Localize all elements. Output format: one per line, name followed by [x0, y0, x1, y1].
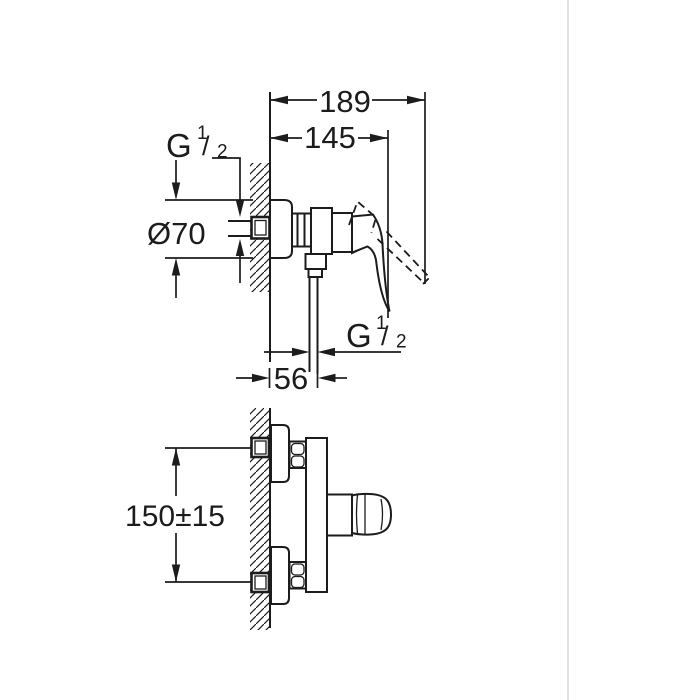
lever-handle-dashed	[348, 199, 430, 285]
upper-union-nut	[288, 440, 307, 469]
dim-70-label: Ø70	[147, 216, 206, 251]
upper-inlet-fitting	[250, 436, 271, 459]
outlet-thread-denominator: 2	[396, 332, 407, 353]
outlet-thread-prefix: G	[346, 317, 372, 354]
inlet-thread-label: G 1 / 2	[166, 123, 245, 283]
lever-handle-front	[326, 492, 393, 537]
outlet-thread-label: G 1 / 2	[264, 313, 407, 357]
union-nut-side	[291, 212, 312, 248]
escutcheon-side	[269, 199, 293, 259]
lower-inlet-fitting	[250, 571, 271, 594]
dimension-189: 189	[270, 84, 426, 284]
inlet-thread-denominator: 2	[217, 142, 228, 163]
side-view: 189 145 G 1 / 2	[147, 84, 430, 396]
dim-189-label: 189	[319, 84, 371, 119]
outlet-thread-numerator: 1	[376, 313, 387, 334]
dimension-150: 150±15	[125, 448, 225, 582]
lower-union-nut	[288, 561, 307, 590]
inlet-thread-prefix: G	[166, 127, 192, 164]
outlet-thread-slash: /	[381, 321, 389, 351]
dim-56-label: 56	[274, 361, 308, 396]
lower-escutcheon	[270, 546, 290, 605]
front-view: 150±15	[125, 408, 393, 630]
lever-handle	[351, 213, 391, 313]
dim-145-label: 145	[304, 120, 356, 155]
outlet-connection	[304, 253, 327, 388]
dimension-56: 56	[236, 361, 347, 396]
wall-section-side	[250, 92, 271, 388]
inlet-fitting	[228, 215, 271, 240]
dim-150-label: 150±15	[125, 500, 225, 533]
valve-body-front	[305, 437, 328, 593]
dimension-145: 145	[270, 120, 389, 318]
dimension-diameter-70: Ø70	[147, 160, 253, 298]
inlet-thread-numerator: 1	[197, 123, 208, 144]
inlet-thread-slash: /	[202, 131, 210, 161]
upper-escutcheon	[270, 424, 290, 483]
